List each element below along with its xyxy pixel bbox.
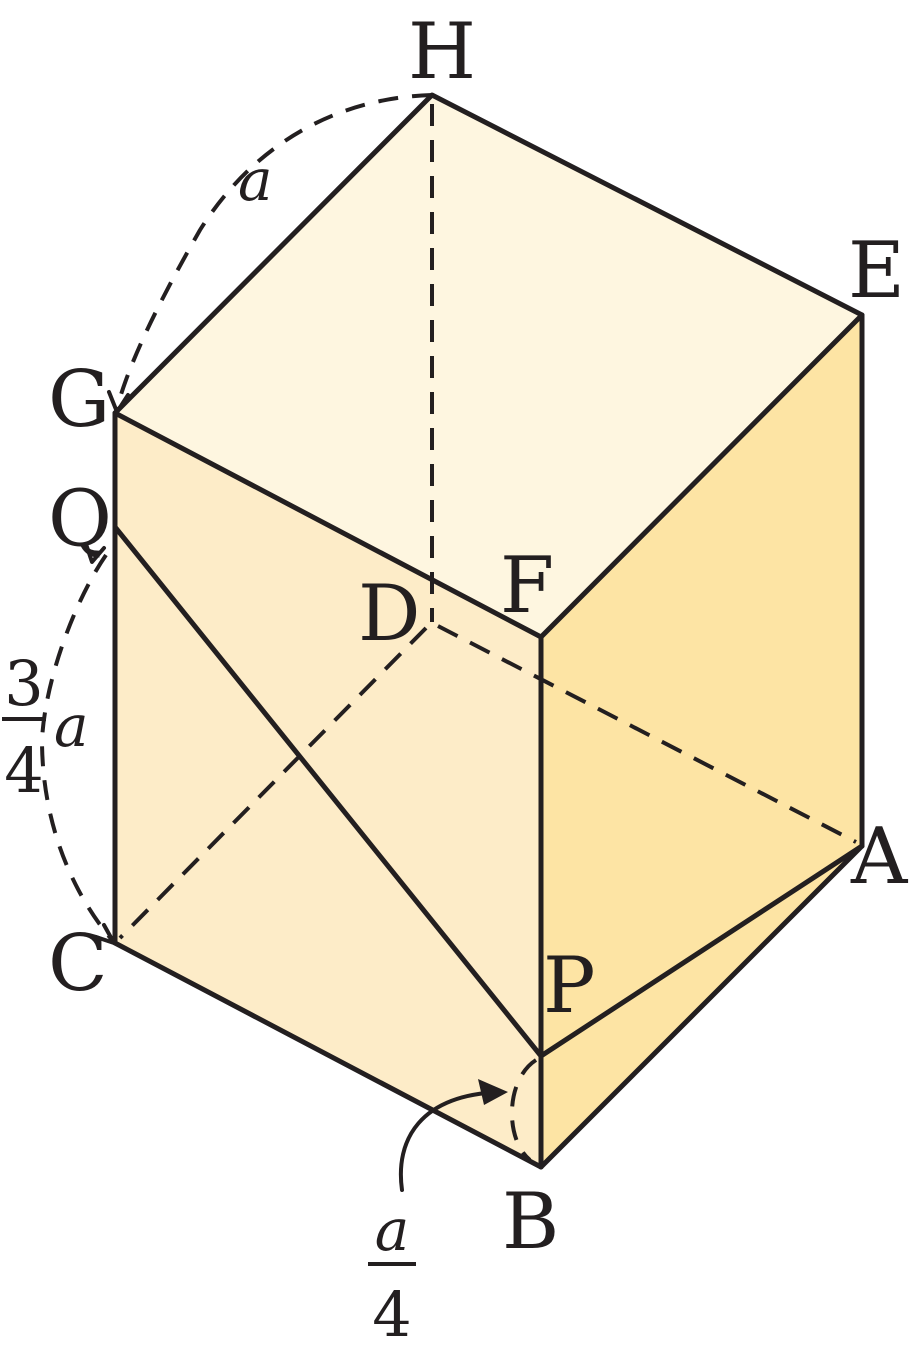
- edge-cb: [112, 940, 544, 1170]
- label-g: G: [48, 355, 110, 445]
- segment-qp: [112, 524, 544, 1059]
- label-h: H: [408, 7, 476, 97]
- arrowhead-q: [84, 542, 106, 564]
- label-bp-denominator: 4: [372, 1278, 411, 1351]
- label-qc-numerator: 3: [4, 647, 43, 720]
- label-p: P: [543, 941, 595, 1031]
- label-q: Q: [48, 474, 112, 564]
- label-qc-denominator: 4: [4, 734, 43, 807]
- hidden-edge-da: [437, 624, 857, 844]
- edge-ba: [538, 843, 865, 1170]
- arrowhead-c: [94, 923, 116, 945]
- arrowhead-g: [107, 390, 130, 414]
- label-b: B: [502, 1177, 559, 1267]
- hidden-edge-dc: [118, 626, 428, 940]
- label-bp-numerator: a: [375, 1196, 410, 1264]
- callout-arrow-bp: [398, 1090, 502, 1192]
- right-face: [541, 315, 862, 1167]
- label-gh-length: a: [238, 146, 273, 214]
- segment-pa: [538, 843, 865, 1059]
- label-a: A: [850, 812, 909, 902]
- label-e: E: [848, 226, 905, 316]
- label-d: D: [358, 569, 421, 659]
- label-f: F: [500, 541, 554, 631]
- dimension-arc-qc: [39, 553, 114, 942]
- dimension-arc-gh: [115, 93, 433, 409]
- label-qc-variable: a: [54, 692, 89, 760]
- label-c: C: [48, 919, 108, 1009]
- dimension-arc-bp: [510, 1058, 538, 1162]
- callout-arrowhead-bp: [478, 1079, 508, 1105]
